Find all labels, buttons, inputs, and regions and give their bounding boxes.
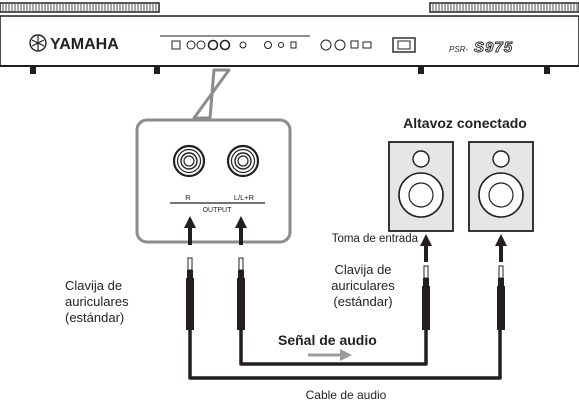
plug-body-icon xyxy=(186,278,194,330)
plug-label-left: Clavija de auriculares (estándar) xyxy=(65,278,129,325)
jack-r-label: R xyxy=(185,193,191,202)
plug-tip-icon xyxy=(423,265,429,279)
jack-icon xyxy=(186,40,196,50)
plug-left-l xyxy=(237,257,245,330)
model-number: S975 xyxy=(474,39,513,56)
keyboard-foot xyxy=(544,66,550,74)
output-panel: R L/L+R OUTPUT xyxy=(135,118,292,244)
woofer-cone-icon xyxy=(488,182,514,208)
output-jack-r-icon xyxy=(207,39,219,51)
port-icon xyxy=(290,41,297,49)
model-prefix: PSR- xyxy=(449,45,468,54)
signal-arrow-head-icon xyxy=(340,349,352,361)
usb-port-icon xyxy=(350,40,359,49)
jack-r-hole-icon xyxy=(183,155,195,167)
plugs xyxy=(186,257,505,330)
midi-port-icon xyxy=(334,39,346,51)
plug-label-left-line2: auriculares xyxy=(65,294,129,309)
plug-label-right-line1: Clavija de xyxy=(334,262,391,277)
arrow-up-icon xyxy=(235,216,247,245)
plug-body-icon xyxy=(422,286,430,330)
jack-l xyxy=(226,144,260,178)
yamaha-logo: YAMAHA xyxy=(29,34,119,53)
jack-icon xyxy=(264,41,272,49)
keyboard-body xyxy=(0,15,579,67)
keyboard: YAMAHA PSR- S975 xyxy=(0,2,579,74)
signal-arrow xyxy=(308,349,352,361)
speaker-title: Altavoz conectado xyxy=(403,115,527,131)
plug-right-1 xyxy=(422,265,430,330)
cable-outer xyxy=(188,330,502,380)
output-jack-l-icon xyxy=(219,39,231,51)
plug-left-r xyxy=(186,257,194,330)
plug-right-2 xyxy=(497,265,505,330)
input-jack-label: Toma de entrada xyxy=(332,233,419,245)
keys-left-strip xyxy=(0,2,160,13)
jack-r-ring2-icon xyxy=(176,148,202,174)
tweeter-icon xyxy=(412,150,430,168)
jack-l-ring2-icon xyxy=(230,148,256,174)
plug-collar-icon xyxy=(187,270,193,278)
keyboard-foot xyxy=(154,66,160,74)
plug-label-right-line2: auriculares xyxy=(331,278,395,293)
tweeter-icon xyxy=(492,150,510,168)
arrow-up-icon xyxy=(420,234,432,262)
plug-tip-icon xyxy=(238,257,244,271)
plug-tip-icon xyxy=(498,265,504,279)
keyboard-foot xyxy=(30,66,36,74)
plug-collar-icon xyxy=(498,278,504,286)
arrow-up-icon xyxy=(184,216,196,245)
speaker-left xyxy=(388,141,454,232)
vent-inner-icon xyxy=(397,40,411,50)
keys-right-strip xyxy=(429,2,579,13)
plug-label-left-line1: Clavija de xyxy=(65,278,122,293)
callout-pointer xyxy=(192,68,231,120)
jack-r xyxy=(172,144,206,178)
jack-l-label: L/L+R xyxy=(234,193,255,202)
audio-signal-label: Señal de audio xyxy=(278,332,377,348)
plug-body-icon xyxy=(497,286,505,330)
woofer-cone-icon xyxy=(408,182,434,208)
midi-port-icon xyxy=(320,39,332,51)
brand-logo-text: YAMAHA xyxy=(50,36,119,53)
vent-icon xyxy=(392,37,416,53)
jack-icon xyxy=(239,41,247,49)
keyboard-foot xyxy=(418,66,424,74)
key-tick-marks xyxy=(2,4,578,11)
tuning-fork-emblem-icon xyxy=(29,34,47,52)
jack-l-ring3-icon xyxy=(234,152,252,170)
output-group-label: OUTPUT xyxy=(203,207,233,214)
plug-arrows xyxy=(184,216,507,262)
power-connector-icon xyxy=(171,40,181,50)
plug-collar-icon xyxy=(423,278,429,286)
audio-cable-label: Cable de audio xyxy=(306,388,387,402)
plug-body-icon xyxy=(237,278,245,330)
plug-label-right: Clavija de auriculares (estándar) xyxy=(331,262,395,309)
jack-l-hole-icon xyxy=(237,155,249,167)
speaker-right xyxy=(468,141,534,232)
audio-cables xyxy=(188,330,502,380)
output-panel-frame xyxy=(135,118,292,244)
plug-tip-icon xyxy=(187,257,193,271)
rear-panel xyxy=(160,35,416,53)
plug-collar-icon xyxy=(238,270,244,278)
tuning-fork-lines-icon xyxy=(31,36,45,50)
jack-r-ring3-icon xyxy=(180,152,198,170)
arrow-up-icon xyxy=(495,234,507,262)
plug-label-left-line3: (estándar) xyxy=(65,310,124,325)
usb-port-icon xyxy=(362,41,372,49)
model-name: PSR- S975 xyxy=(449,39,513,57)
cable-inner xyxy=(239,330,428,366)
jack-icon xyxy=(196,40,206,50)
jack-icon xyxy=(278,42,284,48)
plug-label-right-line3: (estándar) xyxy=(333,294,392,309)
